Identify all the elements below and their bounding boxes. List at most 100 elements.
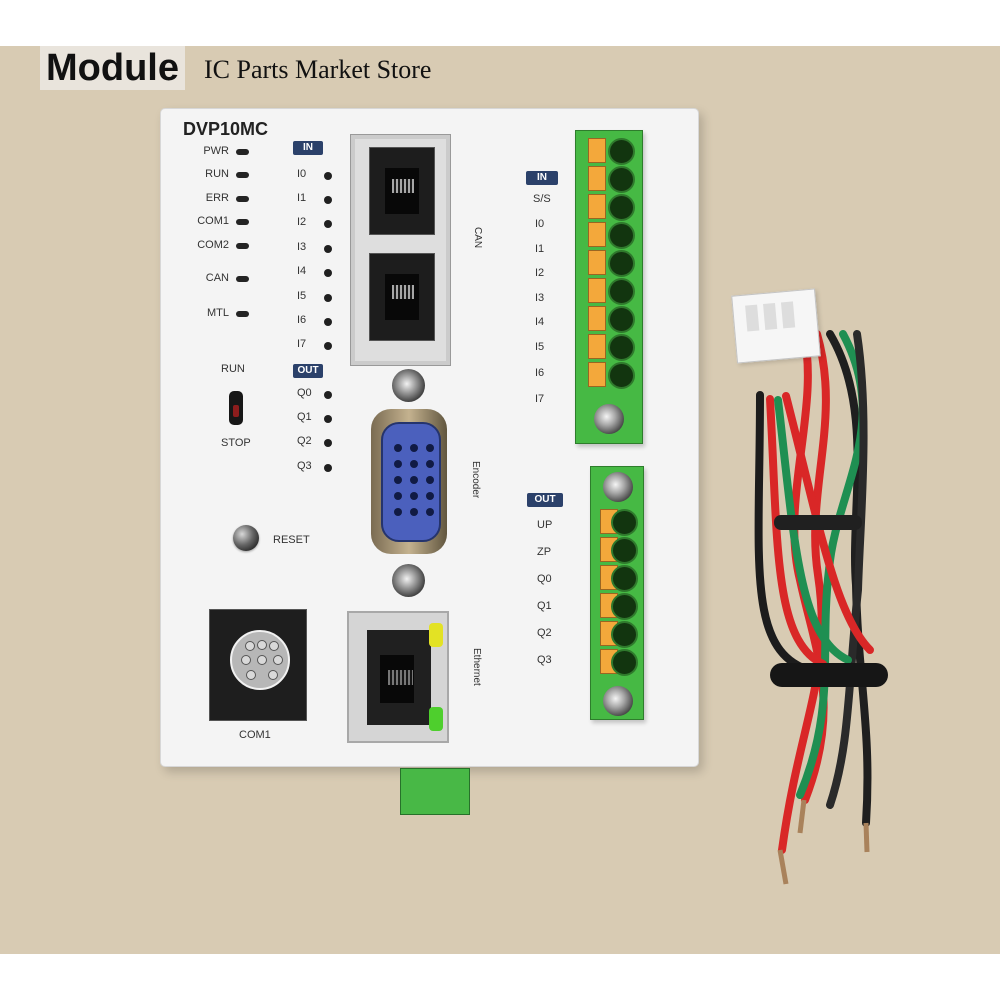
pin-icon <box>268 670 278 680</box>
input-led-icon <box>324 269 332 277</box>
pin-icon <box>394 492 402 500</box>
output-terminal-badge: OUT <box>527 493 563 507</box>
output-terminal-label: Q1 <box>537 600 552 612</box>
rj45-icon <box>392 179 414 193</box>
ethernet-socket[interactable] <box>367 630 431 725</box>
com1-port[interactable] <box>209 609 307 721</box>
switch-knob-icon <box>233 405 239 417</box>
terminal-hole-icon <box>611 565 638 592</box>
db15-connector-icon[interactable] <box>381 422 441 542</box>
encoder-shell <box>371 409 447 554</box>
input-led-label: I6 <box>297 314 307 326</box>
terminal-hole-icon <box>611 593 638 620</box>
run-stop-switch[interactable]: RUN STOP <box>211 363 271 457</box>
input-terminal-label: I4 <box>535 316 545 328</box>
input-led-label: I1 <box>297 192 307 204</box>
terminal-release-tab-icon[interactable] <box>588 306 606 331</box>
terminal-release-tab-icon[interactable] <box>588 166 606 191</box>
module-tag: Module <box>40 46 185 90</box>
pin-icon <box>257 655 267 665</box>
photo-header: Module IC Parts Market Store <box>0 46 1000 94</box>
terminal-hole-icon <box>608 138 635 165</box>
input-terminal-label: I1 <box>535 243 545 255</box>
com1-led-label: COM1 <box>197 215 229 227</box>
output-terminal-block[interactable] <box>590 466 644 720</box>
terminal-release-tab-icon[interactable] <box>588 362 606 387</box>
input-leds-badge: IN <box>293 141 323 155</box>
pin-icon <box>394 460 402 468</box>
input-led-label: I5 <box>297 290 307 302</box>
input-led-i1: I1 <box>297 192 339 208</box>
encoder-port[interactable] <box>367 369 451 597</box>
reset-button[interactable] <box>233 525 259 551</box>
terminal-hole-icon <box>608 278 635 305</box>
toggle-switch-icon[interactable] <box>229 391 243 425</box>
com1-label: COM1 <box>239 729 271 741</box>
input-led-panel: IN I0 I1 I2 I3 I4 I5 I6 I7 <box>293 141 338 365</box>
rj45-icon <box>388 670 413 685</box>
pin-icon <box>426 460 434 468</box>
pin-icon <box>410 492 418 500</box>
encoder-pin-grid <box>394 444 434 516</box>
output-terminal-label: Q3 <box>537 654 552 666</box>
terminal-release-tab-icon[interactable] <box>588 138 606 163</box>
output-led-q2: Q2 <box>297 435 339 451</box>
pin-icon <box>394 476 402 484</box>
terminal-release-tab-icon[interactable] <box>588 334 606 359</box>
err-indicator-icon <box>236 196 249 202</box>
terminal-release-tab-icon[interactable] <box>588 222 606 247</box>
terminal-release-tab-icon[interactable] <box>588 250 606 275</box>
input-led-label: I4 <box>297 265 307 277</box>
can-port-pair[interactable] <box>350 134 451 366</box>
ethernet-port[interactable] <box>347 611 449 743</box>
output-led-q3: Q3 <box>297 460 339 476</box>
rj45-icon <box>392 285 414 299</box>
terminal-release-tab-icon[interactable] <box>588 194 606 219</box>
can-port-upper[interactable] <box>369 147 435 235</box>
pin-icon <box>410 460 418 468</box>
input-led-i5: I5 <box>297 290 339 306</box>
terminal-hole-icon <box>611 649 638 676</box>
pin-icon <box>273 655 283 665</box>
mtl-indicator-icon <box>236 311 249 317</box>
com1-led: COM1 <box>161 215 257 231</box>
input-led-icon <box>324 342 332 350</box>
ethernet-label: Ethernet <box>471 648 482 686</box>
input-led-icon <box>324 245 332 253</box>
output-led-icon <box>324 464 332 472</box>
pin-icon <box>245 641 255 651</box>
pin-icon <box>257 640 267 650</box>
switch-stop-label: STOP <box>221 437 251 449</box>
pin-icon <box>394 508 402 516</box>
output-led-icon <box>324 391 332 399</box>
terminal-hole-icon <box>608 166 635 193</box>
terminal-release-tab-icon[interactable] <box>588 278 606 303</box>
mini-din-connector-icon[interactable] <box>230 630 290 690</box>
terminal-hole-icon <box>608 194 635 221</box>
input-terminal-label: I3 <box>535 292 545 304</box>
din-rail-clip[interactable] <box>400 768 470 815</box>
pin-icon <box>426 492 434 500</box>
err-led: ERR <box>161 192 257 208</box>
pin-icon <box>426 508 434 516</box>
white-wire-connector <box>731 288 821 364</box>
pin-icon <box>241 655 251 665</box>
output-led-label: Q2 <box>297 435 312 447</box>
input-led-i3: I3 <box>297 241 339 257</box>
run-led: RUN <box>161 168 257 184</box>
input-terminal-block[interactable] <box>575 130 643 444</box>
input-led-icon <box>324 318 332 326</box>
ethernet-link-led-icon <box>429 707 443 731</box>
mtl-led: MTL <box>161 307 257 323</box>
pin-icon <box>246 670 256 680</box>
input-led-label: I2 <box>297 216 307 228</box>
pin-icon <box>269 641 279 651</box>
pin-icon <box>426 476 434 484</box>
output-led-icon <box>324 439 332 447</box>
output-led-q1: Q1 <box>297 411 339 427</box>
input-led-label: I3 <box>297 241 307 253</box>
terminal-hole-icon <box>608 222 635 249</box>
output-led-q0: Q0 <box>297 387 339 403</box>
can-port-lower[interactable] <box>369 253 435 341</box>
input-terminal-label: I2 <box>535 267 545 279</box>
